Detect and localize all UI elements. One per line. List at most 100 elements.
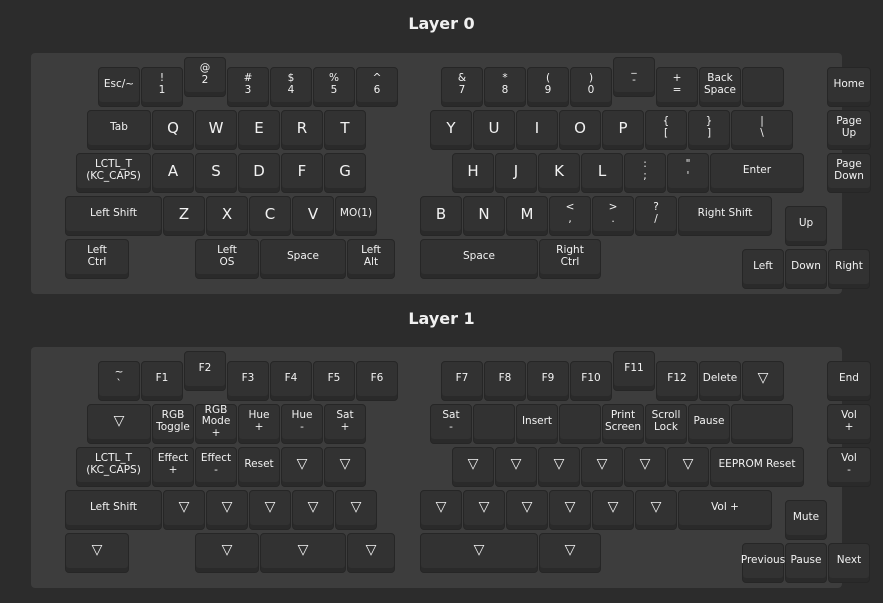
layer-1-key-18[interactable]: RGB Mode +: [195, 404, 237, 444]
layer-1-key-27[interactable]: Scroll Lock: [645, 404, 687, 444]
layer-1-key-60[interactable]: ▽: [195, 533, 259, 573]
layer-0-key-53[interactable]: M: [506, 196, 548, 236]
layer-1-key-61[interactable]: ▽: [260, 533, 346, 573]
layer-1-key-19[interactable]: Hue +: [238, 404, 280, 444]
layer-1-key-17[interactable]: RGB Toggle: [152, 404, 194, 444]
layer-1-key-20[interactable]: Hue -: [281, 404, 323, 444]
layer-0-key-41[interactable]: : ;: [624, 153, 666, 193]
layer-1-key-9[interactable]: F9: [527, 361, 569, 401]
layer-0-key-62[interactable]: Left Alt: [347, 239, 395, 279]
layer-0-key-60[interactable]: Left OS: [195, 239, 259, 279]
layer-0-key-32[interactable]: A: [152, 153, 194, 193]
layer-1-key-40[interactable]: ▽: [581, 447, 623, 487]
layer-1-key-6[interactable]: F6: [356, 361, 398, 401]
layer-0-key-38[interactable]: J: [495, 153, 537, 193]
layer-1-key-22[interactable]: Sat -: [430, 404, 472, 444]
layer-1-key-30[interactable]: Vol +: [827, 404, 871, 444]
layer-1-key-50[interactable]: ▽: [335, 490, 377, 530]
layer-0-key-65[interactable]: Left: [742, 249, 784, 289]
layer-1-key-36[interactable]: ▽: [324, 447, 366, 487]
layer-1-key-12[interactable]: F12: [656, 361, 698, 401]
layer-0-key-47[interactable]: X: [206, 196, 248, 236]
layer-0-key-18[interactable]: W: [195, 110, 237, 150]
layer-0-key-36[interactable]: G: [324, 153, 366, 193]
layer-0-key-26[interactable]: P: [602, 110, 644, 150]
layer-0-key-40[interactable]: L: [581, 153, 623, 193]
layer-1-key-45[interactable]: Left Shift: [65, 490, 162, 530]
layer-0-key-33[interactable]: S: [195, 153, 237, 193]
layer-1-key-23[interactable]: [473, 404, 515, 444]
layer-0-key-49[interactable]: V: [292, 196, 334, 236]
layer-0-key-10[interactable]: ) 0: [570, 67, 612, 107]
layer-0-key-63[interactable]: Space: [420, 239, 538, 279]
layer-1-key-63[interactable]: ▽: [420, 533, 538, 573]
layer-0-key-44[interactable]: Page Down: [827, 153, 871, 193]
layer-0-key-51[interactable]: B: [420, 196, 462, 236]
layer-0-key-48[interactable]: C: [249, 196, 291, 236]
layer-1-key-57[interactable]: Vol +: [678, 490, 772, 530]
layer-1-key-31[interactable]: LCTL_T (KC_CAPS): [76, 447, 151, 487]
layer-1-key-15[interactable]: End: [827, 361, 871, 401]
layer-0-key-64[interactable]: Right Ctrl: [539, 239, 601, 279]
layer-1-key-14[interactable]: ▽: [742, 361, 784, 401]
layer-0-key-30[interactable]: Page Up: [827, 110, 871, 150]
layer-1-key-35[interactable]: ▽: [281, 447, 323, 487]
layer-1-key-56[interactable]: ▽: [635, 490, 677, 530]
layer-0-key-27[interactable]: { [: [645, 110, 687, 150]
layer-1-key-29[interactable]: [731, 404, 793, 444]
layer-0-key-23[interactable]: U: [473, 110, 515, 150]
layer-1-key-52[interactable]: ▽: [463, 490, 505, 530]
layer-0-key-39[interactable]: K: [538, 153, 580, 193]
layer-0-key-29[interactable]: | \: [731, 110, 793, 150]
layer-0-key-58[interactable]: Up: [785, 206, 827, 246]
layer-1-key-11[interactable]: F11: [613, 351, 655, 391]
layer-0-key-6[interactable]: ^ 6: [356, 67, 398, 107]
layer-1-key-24[interactable]: Insert: [516, 404, 558, 444]
layer-1-key-53[interactable]: ▽: [506, 490, 548, 530]
layer-1-key-65[interactable]: Previous: [741, 543, 785, 583]
layer-0-key-25[interactable]: O: [559, 110, 601, 150]
layer-0-key-59[interactable]: Left Ctrl: [65, 239, 129, 279]
layer-1-key-10[interactable]: F10: [570, 361, 612, 401]
layer-0-key-55[interactable]: > .: [592, 196, 634, 236]
layer-0-key-61[interactable]: Space: [260, 239, 346, 279]
layer-1-key-37[interactable]: ▽: [452, 447, 494, 487]
layer-0-key-67[interactable]: Right: [828, 249, 870, 289]
layer-0-key-28[interactable]: } ]: [688, 110, 730, 150]
layer-0-key-14[interactable]: [742, 67, 784, 107]
layer-0-key-24[interactable]: I: [516, 110, 558, 150]
layer-1-key-0[interactable]: ~ `: [98, 361, 140, 401]
layer-1-key-59[interactable]: ▽: [65, 533, 129, 573]
layer-0-key-56[interactable]: ? /: [635, 196, 677, 236]
layer-0-key-22[interactable]: Y: [430, 110, 472, 150]
layer-0-key-43[interactable]: Enter: [710, 153, 804, 193]
layer-1-key-43[interactable]: EEPROM Reset: [710, 447, 804, 487]
layer-1-key-51[interactable]: ▽: [420, 490, 462, 530]
layer-1-key-13[interactable]: Delete: [699, 361, 741, 401]
layer-1-key-64[interactable]: ▽: [539, 533, 601, 573]
layer-1-key-42[interactable]: ▽: [667, 447, 709, 487]
layer-0-key-15[interactable]: Home: [827, 67, 871, 107]
layer-1-key-39[interactable]: ▽: [538, 447, 580, 487]
layer-0-key-21[interactable]: T: [324, 110, 366, 150]
layer-1-key-67[interactable]: Next: [828, 543, 870, 583]
layer-0-key-52[interactable]: N: [463, 196, 505, 236]
layer-1-key-34[interactable]: Reset: [238, 447, 280, 487]
layer-1-key-25[interactable]: [559, 404, 601, 444]
layer-0-key-2[interactable]: @ 2: [184, 57, 226, 97]
layer-1-key-32[interactable]: Effect +: [152, 447, 194, 487]
layer-0-key-45[interactable]: Left Shift: [65, 196, 162, 236]
layer-1-key-7[interactable]: F7: [441, 361, 483, 401]
layer-1-key-1[interactable]: F1: [141, 361, 183, 401]
layer-1-key-58[interactable]: Mute: [785, 500, 827, 540]
layer-0-key-9[interactable]: ( 9: [527, 67, 569, 107]
layer-0-key-35[interactable]: F: [281, 153, 323, 193]
layer-1-key-46[interactable]: ▽: [163, 490, 205, 530]
layer-0-key-7[interactable]: & 7: [441, 67, 483, 107]
layer-0-key-19[interactable]: E: [238, 110, 280, 150]
layer-0-key-3[interactable]: # 3: [227, 67, 269, 107]
layer-0-key-1[interactable]: ! 1: [141, 67, 183, 107]
layer-0-key-13[interactable]: Back Space: [699, 67, 741, 107]
layer-1-key-5[interactable]: F5: [313, 361, 355, 401]
layer-0-key-50[interactable]: MO(1): [335, 196, 377, 236]
